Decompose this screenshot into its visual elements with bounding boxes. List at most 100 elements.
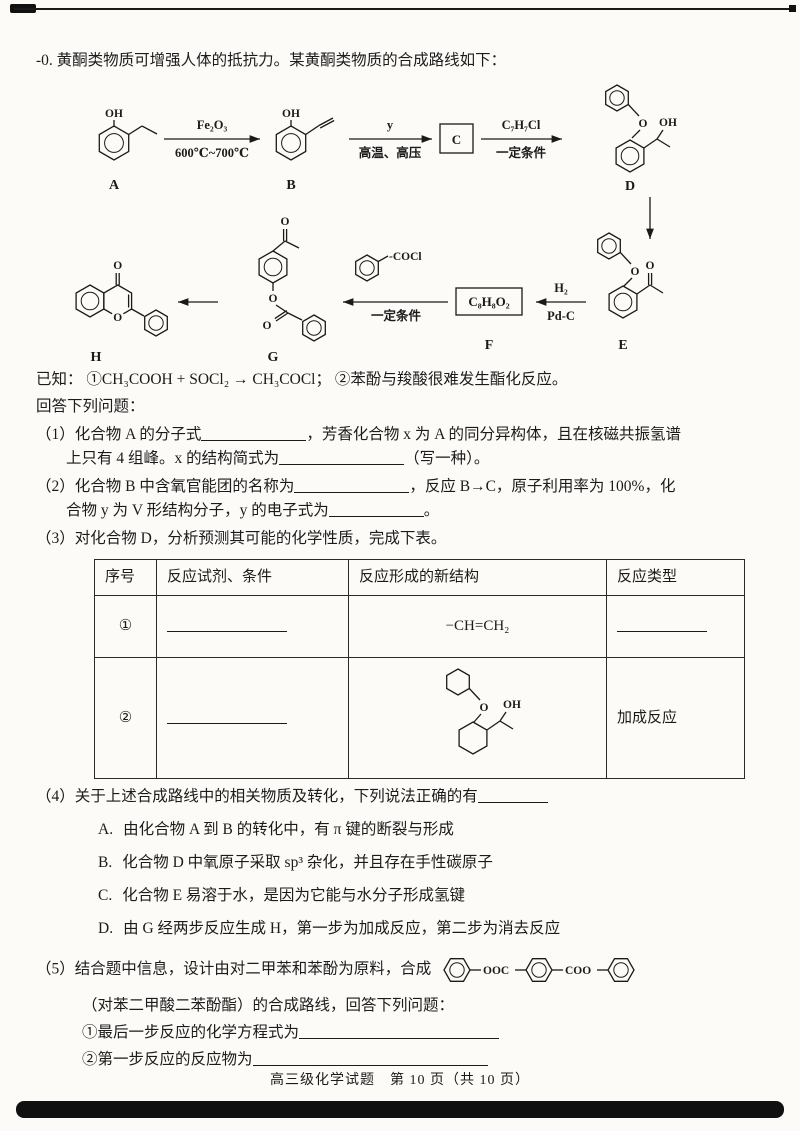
sub-question-text: 第一步反应的反应物为 bbox=[97, 1051, 253, 1069]
reaction-arrow-4: H₂ Pd-C bbox=[536, 281, 586, 323]
compound-d-label: D bbox=[625, 179, 635, 194]
ether-oxygen-label: O bbox=[639, 118, 648, 130]
answer-blank bbox=[294, 478, 410, 494]
arrow2-reagent: y bbox=[387, 118, 394, 132]
question-5-text: 结合题中信息，设计由对二甲苯和苯酚为原料，合成 bbox=[74, 961, 432, 979]
column-header: 反应类型 bbox=[606, 559, 745, 597]
row-number: ② bbox=[94, 657, 157, 780]
compound-h-structure: O O H bbox=[75, 260, 168, 365]
compound-c-box: C bbox=[439, 123, 474, 154]
compound-g-label: G bbox=[268, 350, 279, 365]
table-cell-type: 加成反应 bbox=[606, 657, 745, 780]
answer-blank bbox=[201, 426, 307, 442]
question-1-text: 化合物 A 的分子式 bbox=[74, 426, 202, 444]
compound-a-structure: OH A bbox=[98, 108, 158, 193]
hydroxyl-label: OH bbox=[503, 699, 521, 711]
option-label: B. bbox=[98, 854, 113, 872]
arrow1-reagent: Fe₂O₃ bbox=[197, 118, 228, 132]
question-4-text: 关于上述合成路线中的相关物质及转化，下列说法正确的有 bbox=[74, 788, 478, 806]
option-text: 由化合物 A 到 B 的转化中，有 π 键的断裂与形成 bbox=[123, 821, 454, 839]
compound-g-structure: O O O G bbox=[258, 216, 326, 365]
arrow3-condition: 一定条件 bbox=[496, 145, 547, 160]
arrow1-condition: 600℃~700℃ bbox=[175, 146, 249, 160]
question-2-text: 。 bbox=[423, 502, 440, 520]
ether-oxygen-label: O bbox=[631, 266, 640, 278]
option-label: D. bbox=[98, 920, 114, 938]
question-5-sub1: ①最后一步反应的化学方程式为 bbox=[82, 1021, 768, 1045]
option-b: B. 化合物 D 中氧原子采取 sp³ 杂化，并且存在手性碳原子 bbox=[98, 851, 768, 875]
option-label: C. bbox=[98, 887, 113, 905]
compound-f-box: C₈H₈O₂ F bbox=[455, 287, 523, 353]
compound-f-formula: C₈H₈O₂ bbox=[468, 294, 509, 309]
table-cell-structure: O OH bbox=[348, 657, 607, 780]
compound-b-structure: OH B bbox=[275, 108, 335, 193]
ester-group-label: OOC bbox=[483, 965, 509, 977]
reaction-arrow-3: C₇H₇Cl 一定条件 bbox=[481, 118, 562, 160]
table-cell-reagent bbox=[156, 657, 349, 780]
question-intro-text: 黄酮类物质可增强人体的抵抗力。某黄酮类物质的合成路线如下： bbox=[56, 52, 507, 69]
scan-top-edge-line bbox=[14, 8, 794, 10]
question-5-text-line2: （对苯二甲酸二苯酚酯）的合成路线，回答下列问题： bbox=[82, 997, 455, 1015]
ester-group-label: COO bbox=[565, 965, 591, 977]
question-2-text: 化合物 B 中含氧官能团的名称为 bbox=[74, 478, 295, 496]
compound-b-label: B bbox=[286, 178, 295, 193]
known-label: 已知： bbox=[36, 371, 83, 389]
known-information: 已知： ①CH₃COOH + SOCl₂ → CH₃COCl； ②苯酚与羧酸很难… bbox=[36, 368, 768, 392]
table-row: ② O OH 加成反应 bbox=[94, 657, 745, 780]
question-4: （4）关于上述合成路线中的相关物质及转化，下列说法正确的有 bbox=[36, 785, 768, 809]
question-5-number: （5） bbox=[36, 961, 75, 979]
page-content: -0. 黄酮类物质可增强人体的抵抗力。某黄酮类物质的合成路线如下： OH A bbox=[36, 46, 768, 1073]
question-2: （2）化合物 B 中含氧官能团的名称为 ，反应 B→C，原子利用率为 100%，化… bbox=[36, 475, 768, 523]
arrow2-condition: 高温、高压 bbox=[359, 145, 422, 160]
question-5-sub2: ②第一步反应的反应物为 bbox=[82, 1048, 768, 1072]
question-number: -0. bbox=[36, 52, 53, 69]
question-1: （1）化合物 A 的分子式，芳香化合物 x 为 A 的同分异构体，且在核磁共振氢… bbox=[36, 423, 768, 471]
benzoyl-chloride-structure: -COCl bbox=[355, 251, 422, 282]
answer-blank bbox=[252, 1051, 488, 1067]
answer-blank bbox=[279, 450, 405, 466]
answer-blank bbox=[617, 617, 707, 632]
column-header: 序号 bbox=[94, 559, 157, 597]
hydroxyl-label: OH bbox=[105, 108, 123, 120]
ester-oxygen-label: O bbox=[269, 293, 278, 305]
question-2-text: 合物 y 为 V 形结构分子，y 的电子式为 bbox=[66, 502, 329, 520]
question-2-text: ，反应 B→C，原子利用率为 100%，化 bbox=[409, 478, 676, 496]
question-1-number: （1） bbox=[36, 426, 75, 444]
scan-bottom-edge-bar bbox=[16, 1101, 784, 1118]
row-number: ① bbox=[94, 595, 157, 659]
table-row: ① −CH=CH₂ bbox=[94, 595, 745, 659]
hydroxyl-label: OH bbox=[282, 108, 300, 120]
reaction-arrow-2: y 高温、高压 bbox=[349, 118, 432, 160]
question-3: （3）对化合物 D，分析预测其可能的化学性质，完成下表。 bbox=[36, 527, 768, 551]
question-3-table: 序号 反应试剂、条件 反应形成的新结构 反应类型 ① −CH=CH₂ ② O bbox=[94, 559, 745, 780]
option-c: C. 化合物 E 易溶于水，是因为它能与水分子形成氢键 bbox=[98, 884, 768, 908]
question-3-text: 对化合物 D，分析预测其可能的化学性质，完成下表。 bbox=[74, 530, 447, 548]
question-2-number: （2） bbox=[36, 478, 75, 496]
answer-blank bbox=[328, 502, 424, 518]
option-text: 由 G 经两步反应生成 H，第一步为加成反应，第二步为消去反应 bbox=[123, 920, 561, 938]
question-intro: -0. 黄酮类物质可增强人体的抵抗力。某黄酮类物质的合成路线如下： bbox=[36, 49, 768, 73]
option-text: 化合物 E 易溶于水，是因为它能与水分子形成氢键 bbox=[122, 887, 465, 905]
answer-blank bbox=[167, 709, 287, 724]
question-3-number: （3） bbox=[36, 530, 75, 548]
question-1-text: （写一种）。 bbox=[404, 450, 490, 468]
sub-question-number: ② bbox=[82, 1051, 98, 1069]
answer-prompt: 回答下列问题： bbox=[36, 398, 145, 416]
page-footer: 高三级化学试题 第 10 页（共 10 页） bbox=[270, 1073, 530, 1088]
ketone-oxygen-label: O bbox=[113, 260, 122, 272]
hydrogenated-d-structure: O OH bbox=[445, 668, 521, 755]
table-cell-structure: −CH=CH₂ bbox=[348, 595, 607, 659]
column-header: 反应试剂、条件 bbox=[156, 559, 349, 597]
hydroxyl-label: OH bbox=[659, 117, 677, 129]
answer-blank bbox=[299, 1024, 500, 1040]
ether-oxygen-label: O bbox=[479, 702, 488, 714]
arrow4-reagent: H₂ bbox=[554, 281, 568, 295]
compound-h-label: H bbox=[91, 350, 102, 365]
known-item-1: ①CH₃COOH + SOCl₂ → CH₃COCl； bbox=[86, 371, 331, 389]
table-cell-reagent bbox=[156, 595, 349, 659]
question-4-number: （4） bbox=[36, 788, 75, 806]
option-text: 化合物 D 中氧原子采取 sp³ 杂化，并且存在手性碳原子 bbox=[122, 854, 493, 872]
answer-blank bbox=[477, 788, 548, 804]
scan-artifact-top-right bbox=[789, 5, 796, 12]
compound-e-label: E bbox=[618, 338, 627, 353]
